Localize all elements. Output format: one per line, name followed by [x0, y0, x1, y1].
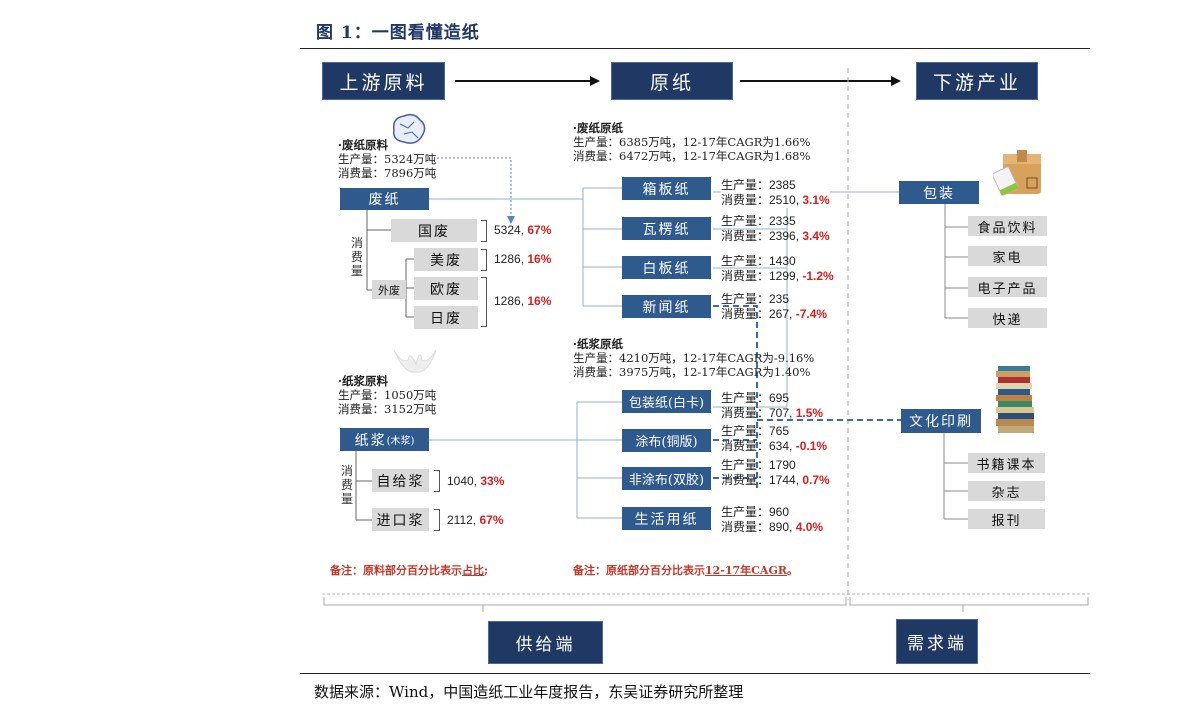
figure-title: 图 1：一图看懂造纸 [316, 23, 480, 43]
milk-splash-icon [390, 346, 440, 376]
domestic-waste-value: 5324, 67% [494, 223, 552, 237]
white-card-box: 包装纸(白卡) [622, 390, 711, 413]
waste-material-consumption: 消费量：7896万吨 [338, 166, 437, 180]
bracket [481, 249, 487, 271]
book-stack-icon [994, 364, 1038, 436]
data-source: 数据来源：Wind，中国造纸工业年度报告，东吴证券研究所整理 [314, 683, 744, 701]
us-waste-value: 1286, 16% [494, 252, 552, 266]
pulp-raw-paper-label: ·纸浆原纸 [573, 337, 624, 351]
supply-side-box: 供给端 [488, 621, 603, 664]
waste-paper-box: 废纸 [340, 188, 429, 210]
pulp-raw-paper-production: 生产量：4210万吨，12-17年CAGR为-9.16% [573, 351, 815, 365]
header-raw-paper: 原纸 [611, 62, 733, 100]
imported-pulp-box: 进口浆 [372, 508, 429, 531]
paper-note: 备注：原纸部分百分比表示12-17年CAGR。 [573, 564, 799, 577]
bracket [434, 470, 440, 492]
waste-raw-paper-consumption: 消费量：6472万吨，12-17年CAGR为1.68% [573, 149, 811, 163]
packaging-item: 电子产品 [968, 277, 1047, 297]
eu-jp-waste-value: 1286, 16% [494, 294, 552, 308]
pulp-box: 纸浆(木浆) [340, 428, 429, 451]
waste-raw-paper-production: 生产量：6385万吨，12-17年CAGR为1.66% [573, 135, 811, 149]
us-waste-box: 美废 [414, 248, 478, 271]
printing-item: 书籍课本 [968, 453, 1045, 473]
pulp-material-label: ·纸浆原料 [338, 374, 389, 388]
header-downstream: 下游产业 [916, 62, 1038, 100]
bracket [481, 277, 487, 327]
self-supply-pulp-value: 1040, 33% [447, 474, 505, 488]
eu-waste-box: 欧废 [414, 277, 478, 300]
pulp-material-production: 生产量：1050万吨 [338, 388, 437, 402]
foreign-waste-box: 外废 [372, 280, 406, 299]
uncoated-paper-box: 非涂布(双胶) [622, 467, 711, 490]
containerboard-box: 箱板纸 [622, 177, 711, 200]
corrugated-paper-box: 瓦楞纸 [622, 217, 711, 240]
whiteboard-paper-box: 白板纸 [622, 256, 711, 279]
printing-item: 杂志 [968, 481, 1045, 501]
bottom-rule [300, 673, 1090, 674]
waste-material-label: ·废纸原料 [338, 138, 389, 152]
waste-material-production: 生产量：5324万吨 [338, 152, 437, 166]
jp-waste-box: 日废 [414, 306, 478, 329]
cultural-printing-box: 文化印刷 [901, 409, 981, 433]
pulp-consumption-vertical-label: 消费量 [340, 464, 353, 506]
bracket [434, 509, 440, 531]
waste-raw-paper-label: ·废纸原纸 [573, 121, 624, 135]
imported-pulp-value: 2112, 67% [447, 513, 504, 527]
waste-consumption-vertical-label: 消费量 [350, 236, 363, 278]
pulp-raw-paper-consumption: 消费量：3975万吨，12-17年CAGR为1.40% [573, 365, 811, 379]
packaging-item: 食品饮料 [968, 216, 1047, 236]
packaging-item: 快递 [968, 308, 1047, 328]
crumpled-paper-icon [388, 112, 428, 148]
top-rule [300, 48, 1090, 49]
packaging-box: 包装 [899, 181, 979, 204]
packaging-item: 家电 [968, 246, 1047, 266]
newsprint-box: 新闻纸 [622, 295, 711, 318]
delivery-box-icon [992, 148, 1045, 198]
header-upstream-materials: 上游原料 [322, 62, 445, 100]
material-note: 备注：原料部分百分比表示占比; [330, 564, 489, 577]
coated-paper-box: 涂布(铜版) [622, 429, 711, 452]
self-supply-pulp-box: 自给浆 [372, 469, 429, 492]
pulp-material-consumption: 消费量：3152万吨 [338, 402, 437, 416]
tissue-paper-box: 生活用纸 [622, 507, 711, 530]
demand-side-box: 需求端 [896, 619, 978, 664]
domestic-waste-box: 国废 [391, 219, 477, 242]
printing-item: 报刊 [968, 509, 1045, 529]
bracket [481, 220, 487, 242]
